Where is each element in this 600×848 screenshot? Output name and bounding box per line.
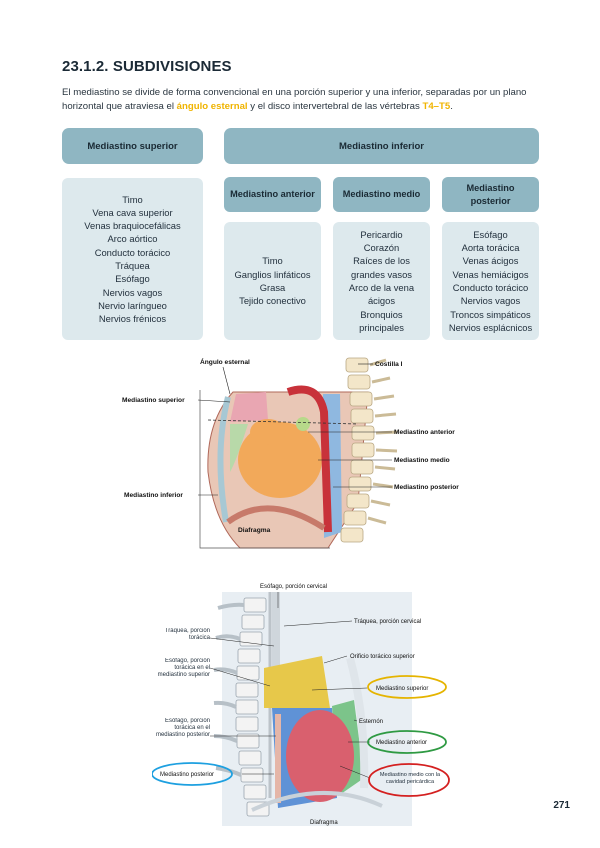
fig2-label-traquea-toracica: Tráquea, porción torácica [164, 628, 210, 641]
oval-anterior [367, 730, 447, 754]
fig1-label-angulo: Ángulo esternal [200, 357, 250, 366]
fig1-label-posterior: Mediastino posterior [394, 484, 459, 491]
list-item: Nervios frénicos [98, 313, 167, 325]
highlight-angulo: ángulo esternal [176, 101, 248, 112]
fig1-label-medio: Mediastino medio [394, 457, 450, 464]
fig1-label-costilla: Costilla I [375, 361, 403, 368]
fig2-label-orificio: Orificio torácico superior [350, 654, 415, 660]
list-item: Bronquios principales [359, 308, 404, 333]
fig2-label-esofago-sup: Esófago, porción torácica en el mediasti… [157, 658, 210, 678]
figure-mediastino-regiones: Esófago, porción cervical Tráquea, porci… [152, 584, 450, 826]
list-item: Esófago [115, 273, 150, 285]
list-item: Ganglios linfáticos [234, 268, 311, 280]
highlight-vertebras: T4–T5 [422, 101, 451, 112]
intro-paragraph: El mediastino se divide de forma convenc… [62, 86, 542, 114]
list-item: Nervios vagos [460, 295, 521, 307]
list-item: Aorta torácica [461, 242, 520, 254]
oval-posterior [152, 762, 233, 786]
list-item: Troncos simpáticos [450, 308, 531, 320]
header-medio: Mediastino medio [333, 177, 430, 212]
fig2-label-diafragma: Diafragma [310, 820, 338, 826]
list-item: Raíces de los grandes vasos [351, 255, 412, 280]
intro-end: . [450, 101, 453, 112]
figure-mediastino-sagital: Ángulo esternal Costilla I Mediastino su… [122, 357, 459, 549]
list-item: Nervios vagos [102, 286, 163, 298]
fig1-label-diafragma: Diafragma [238, 527, 271, 534]
intro-text: El mediastino se divide de forma convenc… [62, 87, 527, 112]
list-item: Venas ácigos [462, 255, 519, 267]
list-item: Pericardio [360, 228, 403, 240]
page-number: 271 [553, 800, 570, 811]
oval-superior [367, 675, 447, 699]
list-item: Conducto torácico [452, 282, 529, 293]
fig1-label-inferior: Mediastino inferior [124, 492, 183, 499]
list-item: Esófago [473, 228, 508, 240]
fig2-label-esofago-post: Esófago, porción torácica en el mediasti… [155, 718, 210, 738]
list-item: Timo [262, 255, 283, 267]
fig2-label-esternon: Esternón [359, 719, 383, 725]
region-medio [286, 710, 354, 802]
oval-medio [368, 763, 450, 797]
fig2-label-med-superior: Mediastino superior [376, 686, 428, 692]
fig1-label-anterior: Mediastino anterior [394, 429, 455, 436]
list-item: Tejido conectivo [239, 295, 306, 307]
header-superior: Mediastino superior [62, 128, 203, 164]
header-inferior: Mediastino inferior [224, 128, 539, 164]
fig2-label-esofago-cervical: Esófago, porción cervical [260, 584, 327, 590]
list-item: Timo [122, 193, 143, 205]
header-anterior: Mediastino anterior [224, 177, 321, 212]
list-item: Corazón [363, 242, 400, 254]
fig1-label-superior: Mediastino superior [122, 397, 185, 404]
list-item: Venas braquiocefálicas [84, 220, 181, 232]
fig2-label-med-anterior: Mediastino anterior [376, 740, 427, 746]
list-item: Arco de la vena ácigos [348, 282, 415, 307]
list-item: Arco aórtico [107, 233, 158, 245]
fig2-label-med-medio: Mediastino medio con la cavidad pericárd… [379, 772, 441, 785]
intro-text-2: y el disco intervertebral de las vértebr… [247, 101, 423, 112]
fig2-label-traquea-cervical: Tráquea, porción cervical [354, 619, 421, 625]
section-title: 23.1.2. SUBDIVISIONES [62, 58, 232, 75]
fig2-label-med-posterior: Mediastino posterior [160, 772, 214, 778]
list-item: Vena cava superior [92, 206, 173, 218]
list-item: Nervios esplácnicos [448, 321, 533, 333]
region-superior [264, 656, 330, 708]
list-item: Conducto torácico [94, 246, 171, 258]
header-posterior: Mediastino posterior [442, 177, 539, 212]
list-item: Venas hemiácigos [452, 268, 529, 280]
list-item: Tráquea [115, 260, 150, 271]
list-item: Grasa [259, 282, 286, 293]
list-item: Nervio laríngueo [98, 299, 167, 311]
